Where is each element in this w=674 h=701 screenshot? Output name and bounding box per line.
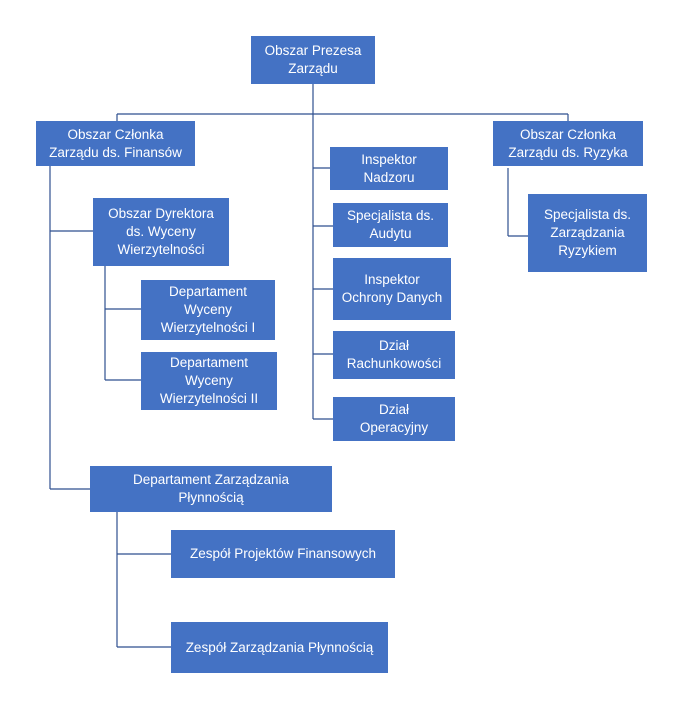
- node-finance-projects-team: Zespół Projektów Finansowych: [171, 530, 395, 578]
- node-audit-specialist: Specjalista ds. Audytu: [333, 203, 448, 247]
- node-inspector-supervision: Inspektor Nadzoru: [330, 147, 448, 190]
- node-risk-board: Obszar Członka Zarządu ds. Ryzyka: [493, 121, 643, 166]
- node-valuation-director: Obszar Dyrektora ds. Wyceny Wierzytelnoś…: [93, 198, 229, 266]
- node-risk-mgmt-specialist: Specjalista ds. Zarządzania Ryzykiem: [528, 194, 647, 272]
- node-valuation-dept-2: Departament Wyceny Wierzytelności II: [141, 352, 277, 410]
- node-valuation-dept-1: Departament Wyceny Wierzytelności I: [141, 280, 275, 340]
- node-data-protection-inspector: Inspektor Ochrony Danych: [333, 258, 451, 320]
- node-accounting: Dział Rachunkowości: [333, 331, 455, 379]
- node-liquidity-team: Zespół Zarządzania Płynnością: [171, 622, 388, 673]
- node-liquidity-dept: Departament Zarządzania Płynnością: [90, 466, 332, 512]
- node-finance-board: Obszar Członka Zarządu ds. Finansów: [36, 121, 195, 166]
- node-operations: Dział Operacyjny: [333, 397, 455, 441]
- node-root: Obszar Prezesa Zarządu: [251, 36, 375, 84]
